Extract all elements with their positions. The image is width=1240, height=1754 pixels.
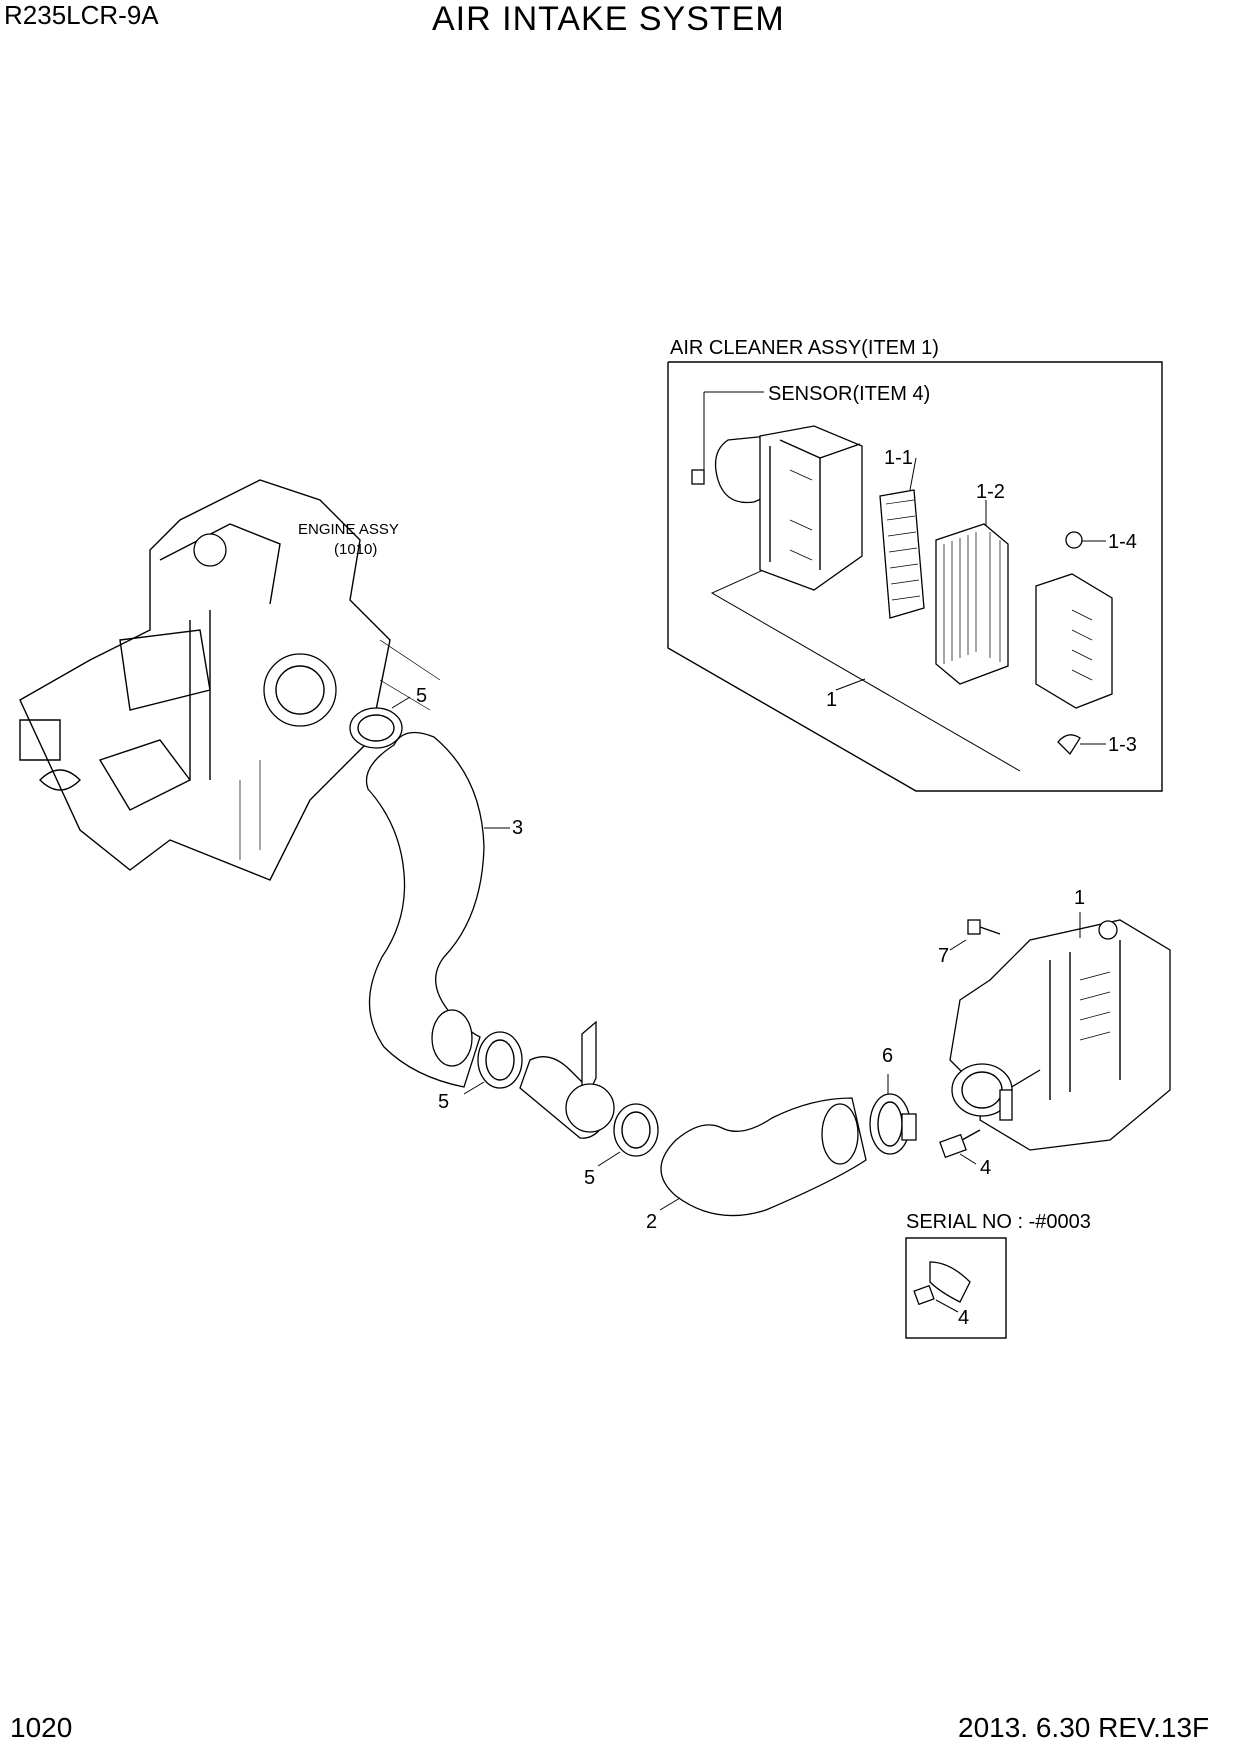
callout-clamp-mid: 5 (584, 1167, 596, 1189)
air-cleaner-housing-drawing (691, 425, 863, 591)
callout-1-3: 1-3 (1108, 734, 1137, 756)
engine-drawing (19, 479, 441, 881)
sensor-drawing (939, 1129, 981, 1159)
engine-assy-ref: (1010) (334, 541, 378, 558)
page-title: AIR INTAKE SYSTEM (432, 0, 785, 38)
callout-sensor: 4 (980, 1157, 992, 1179)
filter-element-1-2-drawing (935, 523, 1009, 685)
serial-box (905, 1237, 1007, 1339)
filter-element-1-1-drawing (879, 489, 925, 619)
model-number: R235LCR-9A (4, 0, 159, 30)
air-cleaner-assy-box (667, 361, 1163, 792)
revision-date: 2013. 6.30 REV.13F (958, 1712, 1210, 1743)
page-number: 1020 (10, 1712, 73, 1743)
hose-lower-drawing (660, 1097, 867, 1217)
hose-upper-drawing (365, 731, 485, 1088)
callout-1-4: 1-4 (1108, 531, 1137, 553)
callout-1-2: 1-2 (976, 481, 1005, 503)
cover-1-4-drawing (1035, 531, 1113, 756)
callout-clamp-left: 5 (438, 1091, 450, 1113)
callout-air-cleaner: 1 (1074, 887, 1086, 909)
engine-assy-label: ENGINE ASSY (298, 521, 399, 538)
pipe-connector-drawing (519, 1020, 615, 1139)
sensor-label: SENSOR(ITEM 4) (768, 383, 931, 405)
air-cleaner-assembled-drawing (949, 919, 1171, 1151)
clamp-top-drawing (349, 707, 403, 749)
callout-hose-lower: 2 (646, 1211, 658, 1233)
serial-callout-sensor: 4 (958, 1307, 970, 1329)
clamp-left-drawing (477, 1031, 523, 1089)
callout-clamp-big: 6 (882, 1045, 894, 1067)
callout-hose-upper: 3 (512, 817, 524, 839)
callout-1-1: 1-1 (884, 447, 913, 469)
bolt-drawing (967, 919, 1001, 935)
serial-no-title: SERIAL NO : -#0003 (906, 1211, 1091, 1233)
callout-bolt: 7 (938, 945, 950, 967)
callout-clamp-top: 5 (416, 685, 428, 707)
callout-1: 1 (826, 689, 838, 711)
clamp-mid-drawing (613, 1103, 659, 1157)
air-cleaner-assy-title: AIR CLEANER ASSY(ITEM 1) (670, 337, 939, 359)
